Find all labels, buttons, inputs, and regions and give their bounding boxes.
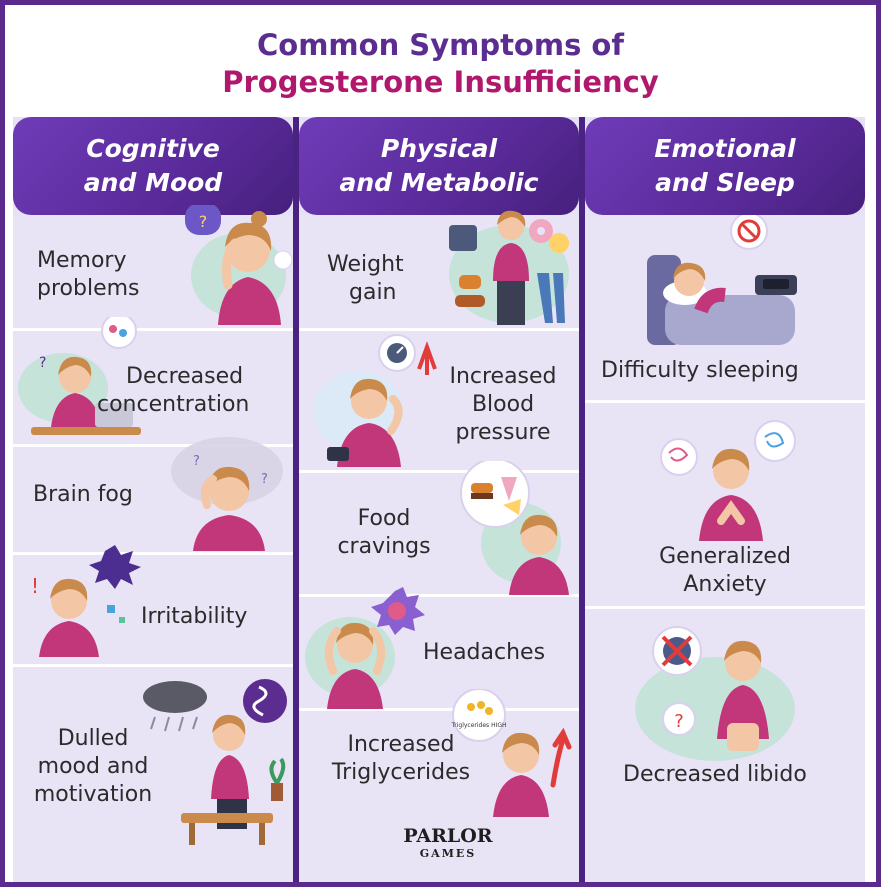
symptom-dulled-mood: Dulled mood and motivation xyxy=(13,667,293,882)
symptom-headaches: Headaches xyxy=(299,587,579,711)
illustration-note: Triglycerides HIGH xyxy=(450,722,506,729)
svg-text:?: ? xyxy=(199,212,208,231)
symptom-label: Brain fog xyxy=(33,482,133,507)
woman-low-libido-icon: ? xyxy=(652,626,769,751)
symptom-memory-problems: ? Memory problems xyxy=(13,205,293,331)
parlor-games-logo: PARLOR GAMES xyxy=(403,825,493,860)
symptom-weight-gain: Weight gain xyxy=(299,210,579,331)
title-line-1: Common Symptoms of xyxy=(257,28,624,62)
anxious-woman-icon xyxy=(660,420,796,541)
woman-weight-gain-icon xyxy=(449,210,569,325)
symptom-decreased-libido: ? Decreased libido xyxy=(585,609,865,882)
column-heading: Emotional and Sleep xyxy=(585,117,865,215)
woman-food-cravings-icon xyxy=(460,461,569,595)
column-heading: Cognitive and Mood xyxy=(13,117,293,215)
infographic: Common Symptoms of Progesterone Insuffic… xyxy=(5,5,876,882)
woman-headache-icon xyxy=(324,587,425,709)
symptom-brain-fog: ? ? Brain fog xyxy=(13,437,293,555)
column-divider xyxy=(293,117,299,882)
column-heading: Physical and Metabolic xyxy=(299,117,579,215)
svg-text:?: ? xyxy=(193,454,200,469)
symptom-blood-pressure: Increased Blood pressure xyxy=(299,331,579,473)
title-line-2: Progesterone Insufficiency xyxy=(222,65,659,99)
symptom-label: Headaches xyxy=(423,640,546,665)
column-emotional-sleep: Emotional and Sleep Difficulty sleeping xyxy=(585,117,865,882)
column-physical-metabolic: Physical and Metabolic Weight gain xyxy=(299,117,579,882)
symptom-label: Irritability xyxy=(141,604,248,629)
svg-text:?: ? xyxy=(674,711,684,732)
woman-at-laptop-icon: ? xyxy=(31,317,141,435)
column-divider xyxy=(579,117,585,882)
symptom-triglycerides: Triglycerides HIGH Increased Triglycerid… xyxy=(299,689,579,882)
woman-blood-pressure-icon xyxy=(327,334,437,467)
svg-text:!: ! xyxy=(31,574,39,598)
symptom-label: Memory problems xyxy=(37,248,140,301)
decorative-blob xyxy=(635,657,795,761)
woman-triglycerides-icon: Triglycerides HIGH xyxy=(450,689,572,817)
sad-woman-on-bench-icon xyxy=(143,679,287,845)
symptom-label: Decreased libido xyxy=(623,762,807,787)
svg-text:?: ? xyxy=(39,355,46,371)
symptom-irritability: ! Irritability xyxy=(13,545,293,667)
symptom-generalized-anxiety: Generalized Anxiety xyxy=(585,403,865,609)
symptom-label: Increased Triglycerides xyxy=(331,732,471,785)
symptom-label: Dulled mood and motivation xyxy=(33,726,153,807)
symptom-food-cravings: Food cravings xyxy=(299,461,579,597)
page-title: Common Symptoms of Progesterone Insuffic… xyxy=(5,27,876,101)
symptom-label: Decreased concentration xyxy=(97,364,250,417)
symptom-difficulty-sleeping: Difficulty sleeping xyxy=(585,215,865,403)
woman-holding-head-icon: ? xyxy=(185,205,293,325)
symptom-label: Difficulty sleeping xyxy=(601,358,799,383)
symptom-decreased-concentration: ? Decreased concentration xyxy=(13,317,293,447)
symptom-label: Generalized Anxiety xyxy=(659,544,791,597)
symptom-label: Food cravings xyxy=(337,506,431,559)
angry-woman-icon: ! xyxy=(31,545,141,657)
column-cognitive-mood: Cognitive and Mood ? Memory problems xyxy=(13,117,293,882)
woman-awake-in-bed-icon xyxy=(647,215,797,345)
woman-in-fog-icon: ? ? xyxy=(171,437,283,551)
symptom-label: Weight gain xyxy=(327,252,404,305)
svg-text:?: ? xyxy=(261,472,268,487)
symptom-label: Increased Blood pressure xyxy=(449,364,557,445)
